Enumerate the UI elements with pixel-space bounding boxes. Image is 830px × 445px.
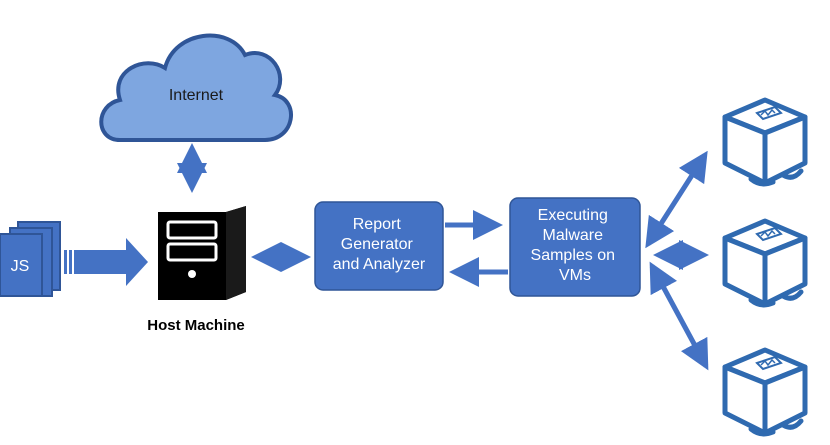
document-stack-icon <box>0 221 61 297</box>
report-generator-box <box>314 201 444 291</box>
input-arrow <box>64 238 148 286</box>
internet-label: Internet <box>169 87 224 104</box>
report-generator-label: Report Generator and Analyzer <box>333 216 426 273</box>
executing-malware-label: Executing Malware Samples on VMs <box>531 207 620 284</box>
vm-top-arrow <box>645 150 708 249</box>
cloud-icon <box>99 33 293 142</box>
executing-malware-box <box>509 197 641 297</box>
computer-tower-icon <box>158 206 246 300</box>
virtualbox-vm-icon <box>725 221 805 305</box>
host-machine-label: Host Machine <box>147 317 245 334</box>
js-label: JS <box>11 258 30 275</box>
virtualbox-vm-icon <box>725 100 805 184</box>
vm-bottom-arrow <box>649 261 709 371</box>
virtualbox-vm-icon <box>725 350 805 434</box>
